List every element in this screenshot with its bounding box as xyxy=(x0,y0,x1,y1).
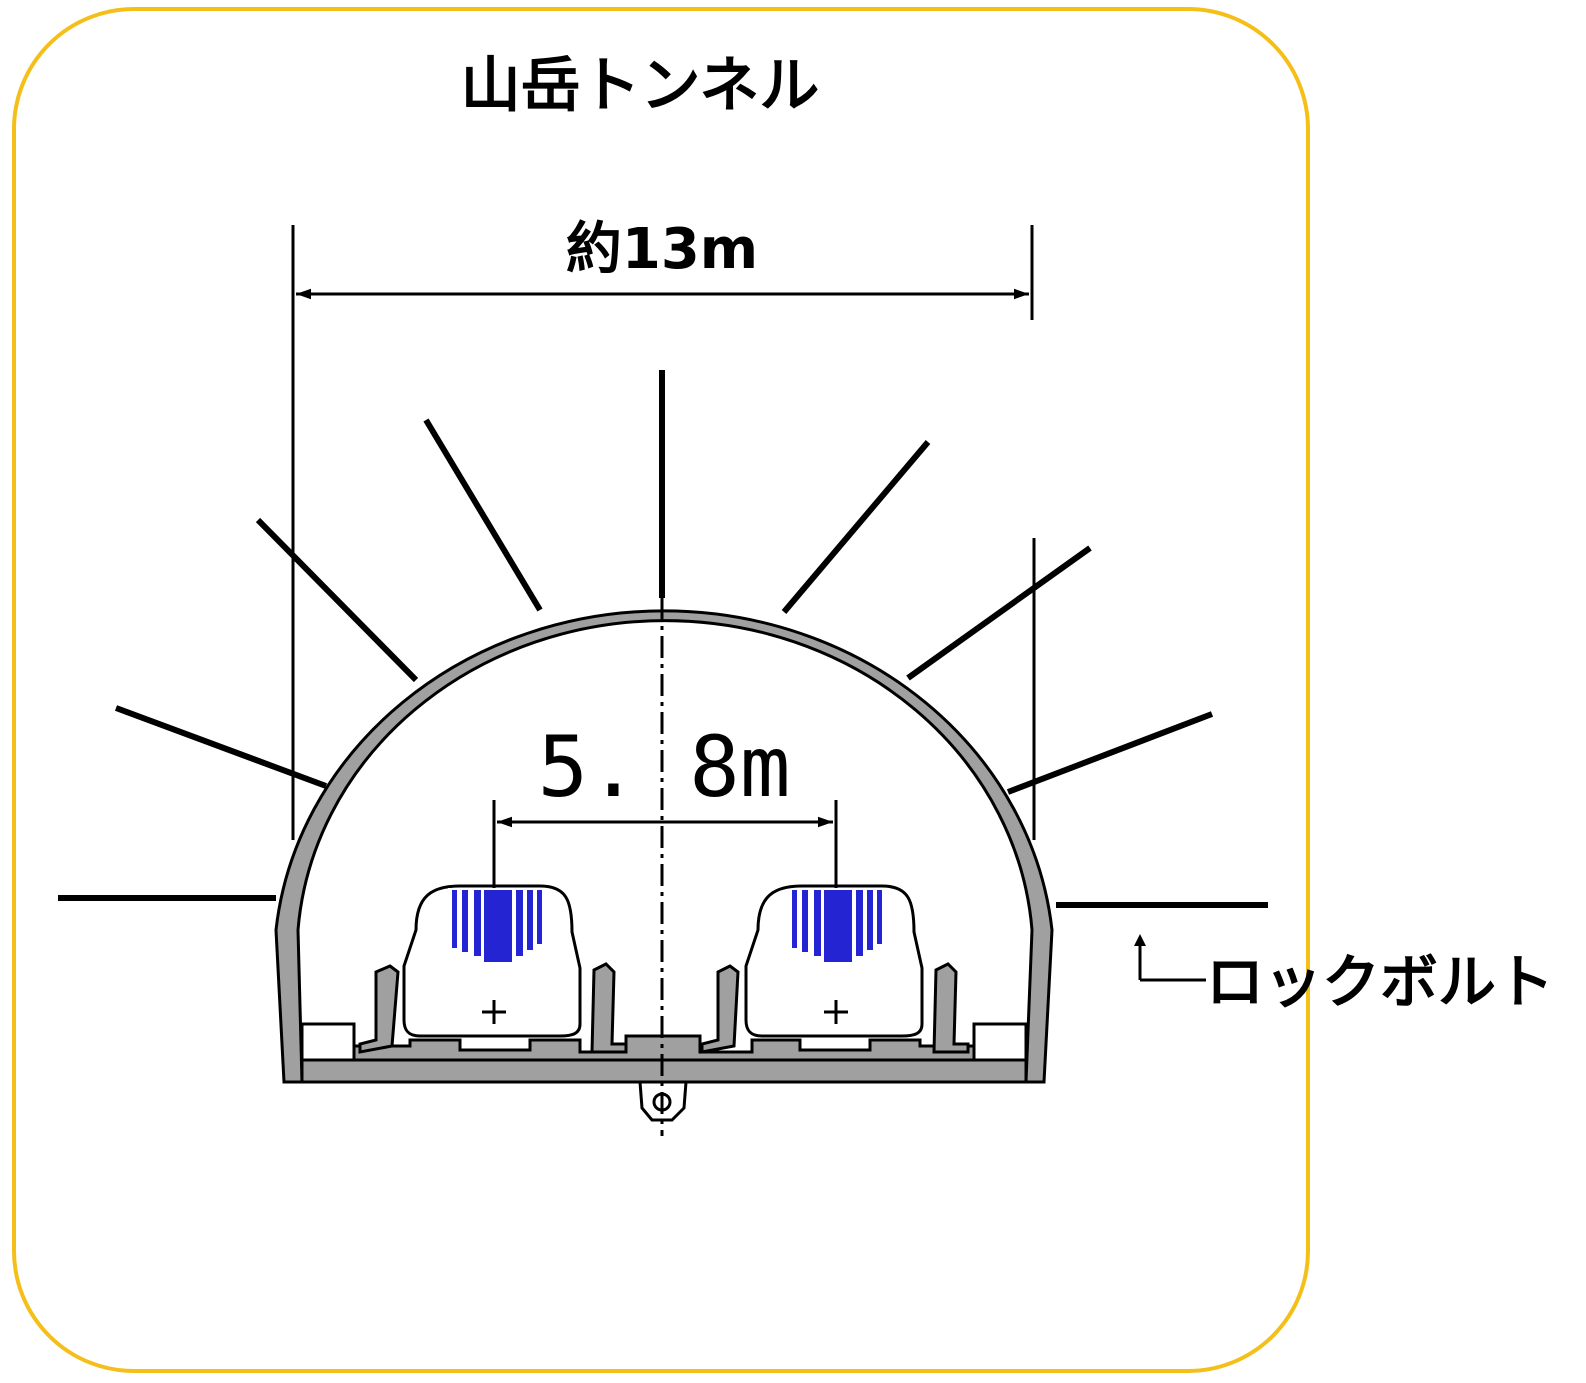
rock-bolt-upper-right xyxy=(781,440,931,614)
rock-bolt-mid-left xyxy=(255,517,419,683)
track-spacing-dimension xyxy=(492,800,838,888)
tunnel-lining xyxy=(274,609,1054,1084)
fixture-4 xyxy=(932,962,970,1054)
train-right-stripes xyxy=(792,890,882,962)
diagram-title: 山岳トンネル xyxy=(461,51,820,121)
track-bed xyxy=(352,1034,976,1062)
train-left-stripes xyxy=(452,890,542,962)
fixture-1 xyxy=(358,964,400,1054)
train-left xyxy=(402,884,582,1038)
walkway-left xyxy=(300,1022,356,1062)
diagram-frame xyxy=(12,7,1310,1373)
fixture-2 xyxy=(590,962,628,1054)
rockbolt-callout-leader xyxy=(1134,934,1206,982)
width-label: 約13m xyxy=(566,217,758,282)
rock-bolt-mid-right xyxy=(906,545,1092,681)
walkway-right xyxy=(972,1022,1028,1062)
tunnel-floor-slab xyxy=(300,1058,1028,1084)
train-right xyxy=(744,884,924,1038)
rock-bolts xyxy=(58,370,1268,908)
track-fixtures xyxy=(358,962,970,1054)
rockbolt-label: ロックボルト xyxy=(1206,948,1554,1016)
rock-bolt-lower-right xyxy=(1006,711,1214,795)
rock-bolt-upper-left xyxy=(423,418,543,612)
track-spacing-label: 5. 8m xyxy=(538,718,791,816)
rock-bolt-lower-left xyxy=(114,705,328,789)
fixture-3 xyxy=(700,964,740,1054)
